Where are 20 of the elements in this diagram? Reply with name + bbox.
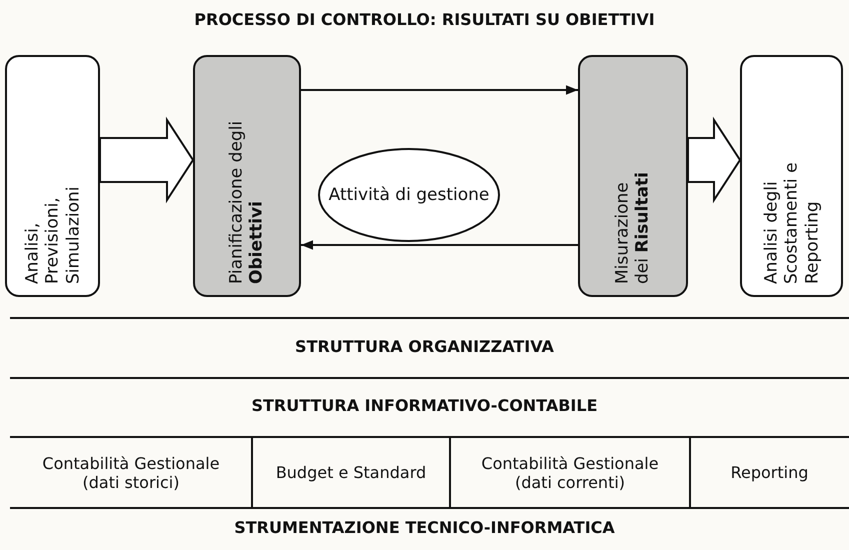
block-arrow bbox=[687, 116, 742, 204]
table-cell-text: Contabilità Gestionale (dati storici) bbox=[41, 454, 221, 492]
process-box bbox=[193, 55, 301, 297]
section-heading: STRUTTURA INFORMATIVO-CONTABILE bbox=[251, 396, 598, 416]
node-text: Analisi, Previsioni, Simulazioni bbox=[22, 185, 84, 284]
section-heading: STRUTTURA ORGANIZZATIVA bbox=[295, 337, 554, 357]
process-box bbox=[5, 55, 100, 297]
section-heading: STRUMENTAZIONE TECNICO-INFORMATICA bbox=[234, 518, 615, 538]
table-cell-text: Budget e Standard bbox=[276, 463, 426, 483]
process-box bbox=[578, 55, 688, 297]
process-box bbox=[740, 55, 843, 297]
table-cell-text: Reporting bbox=[730, 463, 808, 483]
node-text: Pianificazione degli Obiettivi bbox=[226, 120, 268, 284]
block-arrow bbox=[99, 116, 194, 204]
node-text: Attività di gestione bbox=[328, 185, 490, 205]
arrow bbox=[301, 85, 578, 95]
diagram-title: PROCESSO DI CONTROLLO: RISULTATI SU OBIETTIVI bbox=[193, 10, 656, 29]
arrow bbox=[301, 240, 578, 250]
table-cell-text: Contabilità Gestionale (dati correnti) bbox=[480, 454, 660, 492]
node-text: Analisi degli Scostamenti e Reporting bbox=[760, 161, 822, 284]
